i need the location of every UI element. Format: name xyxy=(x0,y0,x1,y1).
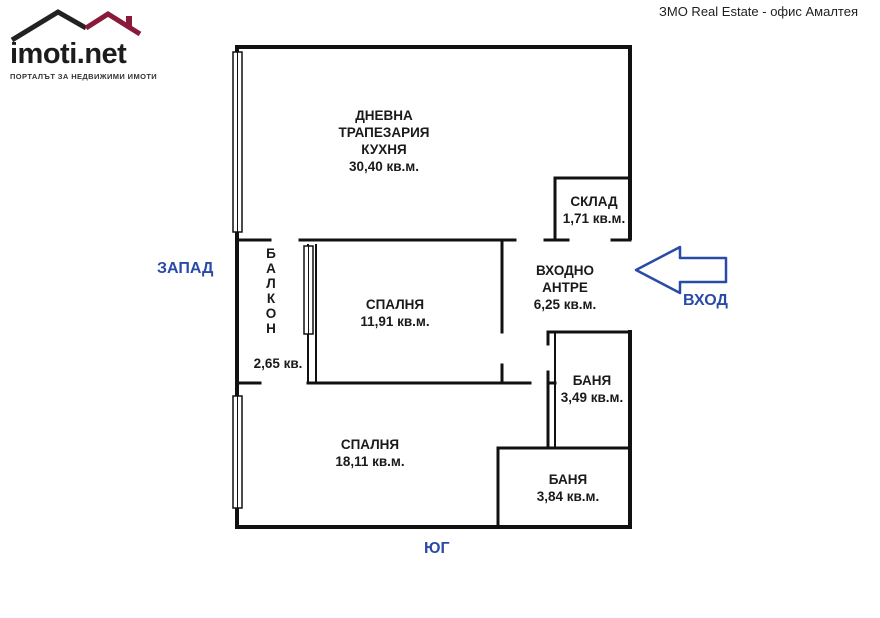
room-storage-area: 1,71 кв.м. xyxy=(562,211,626,226)
house-roof-icon xyxy=(10,9,142,43)
entrance-arrow-icon xyxy=(634,245,728,295)
room-entry-hall-area: 6,25 кв.м. xyxy=(533,297,597,312)
direction-south: ЮГ xyxy=(424,540,450,557)
room-storage-label: СКЛАД 1,71 кв.м. xyxy=(562,194,626,226)
room-bathroom1-area: 3,49 кв.м. xyxy=(560,390,624,405)
room-bedroom1-label: СПАЛНЯ 11,91 кв.м. xyxy=(360,297,430,329)
direction-entrance: ВХОД xyxy=(683,292,728,309)
logo-tagline: ПОРТАЛЪТ ЗА НЕДВИЖИМИ ИМОТИ xyxy=(10,72,158,81)
direction-west: ЗАПАД xyxy=(157,260,214,277)
room-bathroom1-label: БАНЯ 3,49 кв.м. xyxy=(560,373,624,405)
agency-name: ЗМО Real Estate - офис Амалтея xyxy=(659,4,858,19)
room-bathroom2-label: БАНЯ 3,84 кв.м. xyxy=(536,472,600,504)
room-bathroom2-area: 3,84 кв.м. xyxy=(536,489,600,504)
room-living-area: 30,40 кв.м. xyxy=(348,159,420,174)
logo-wordmark: imoti.net xyxy=(10,38,127,70)
room-living-label: ДНЕВНА ТРАПЕЗАРИЯ КУХНЯ 30,40 кв.м. xyxy=(338,108,430,174)
room-balcony-label: Б А Л К О Н xyxy=(265,246,277,336)
imoti-logo[interactable]: imoti.net ПОРТАЛЪТ ЗА НЕДВИЖИМИ ИМОТИ xyxy=(8,8,178,88)
room-bedroom1-area: 11,91 кв.м. xyxy=(360,314,430,329)
room-bedroom2-label: СПАЛНЯ 18,11 кв.м. xyxy=(335,437,405,469)
room-entry-hall-label: ВХОДНО АНТРЕ 6,25 кв.м. xyxy=(533,263,597,312)
room-balcony-area: 2,65 кв. xyxy=(253,356,303,371)
room-bedroom2-area: 18,11 кв.м. xyxy=(335,454,405,469)
